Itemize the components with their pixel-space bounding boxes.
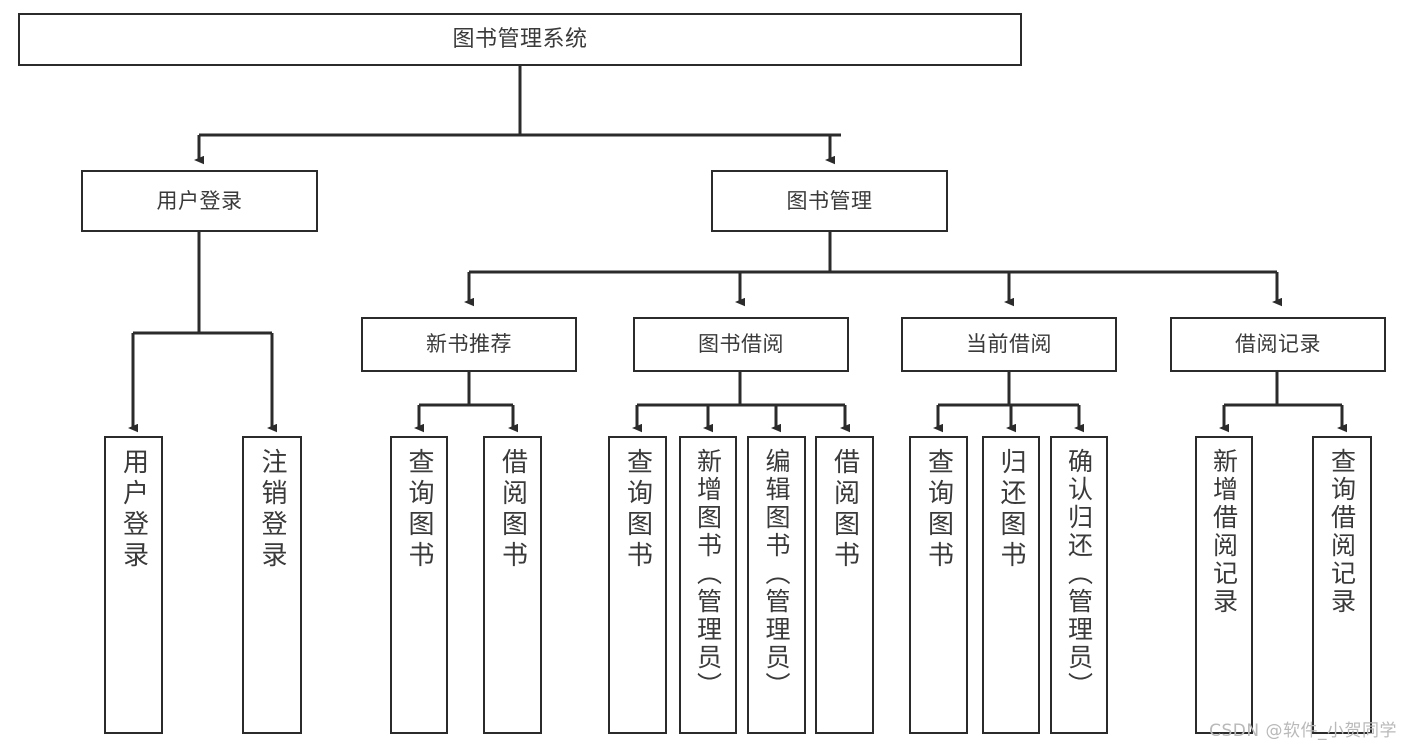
leaf-logout[interactable]: 注销登录 — [242, 436, 302, 734]
leaf-return-book[interactable]: 归还图书 — [982, 436, 1040, 734]
node-label: 查询图书 — [404, 448, 434, 572]
node-root-book-management-system[interactable]: 图书管理系统 — [18, 13, 1022, 66]
node-label: 用户登录 — [156, 188, 243, 213]
leaf-confirm-return-admin[interactable]: 确认归还（管理员） — [1050, 436, 1108, 734]
node-user-login[interactable]: 用户登录 — [81, 170, 318, 232]
node-label: 归还图书 — [996, 448, 1026, 572]
leaf-add-book-admin[interactable]: 新增图书（管理员） — [679, 436, 737, 734]
leaf-borrow-book-new-recommendation[interactable]: 借阅图书 — [483, 436, 542, 734]
leaf-query-borrow-record[interactable]: 查询借阅记录 — [1312, 436, 1372, 734]
node-label: 借阅图书 — [497, 448, 528, 572]
node-label: 编辑图书（管理员） — [762, 448, 791, 700]
leaf-borrow-book[interactable]: 借阅图书 — [815, 436, 874, 734]
node-current-borrow[interactable]: 当前借阅 — [901, 317, 1117, 372]
node-label: 确认归还（管理员） — [1064, 448, 1094, 700]
node-label: 图书管理 — [786, 188, 873, 213]
leaf-user-login[interactable]: 用户登录 — [104, 436, 163, 734]
node-label: 用户登录 — [118, 448, 149, 572]
node-label: 图书借阅 — [698, 332, 784, 357]
leaf-add-borrow-record[interactable]: 新增借阅记录 — [1195, 436, 1253, 734]
node-book-borrow[interactable]: 图书借阅 — [633, 317, 849, 372]
node-label: 新书推荐 — [426, 332, 512, 357]
node-label: 图书管理系统 — [452, 26, 588, 52]
node-borrow-record[interactable]: 借阅记录 — [1170, 317, 1386, 372]
node-label: 借阅记录 — [1235, 332, 1321, 357]
node-label: 当前借阅 — [966, 332, 1052, 357]
leaf-query-book-current[interactable]: 查询图书 — [909, 436, 968, 734]
node-label: 新增借阅记录 — [1209, 448, 1239, 616]
leaf-edit-book-admin[interactable]: 编辑图书（管理员） — [747, 436, 806, 734]
node-book-management[interactable]: 图书管理 — [711, 170, 948, 232]
node-label: 查询图书 — [622, 448, 653, 572]
node-new-book-recommendation[interactable]: 新书推荐 — [361, 317, 577, 372]
node-label: 注销登录 — [257, 448, 287, 572]
node-label: 借阅图书 — [829, 448, 860, 572]
node-label: 新增图书（管理员） — [693, 448, 723, 700]
csdn-watermark: CSDN @软件_小贺同学 — [1209, 721, 1397, 741]
node-label: 查询借阅记录 — [1327, 448, 1357, 616]
leaf-query-book-borrow[interactable]: 查询图书 — [608, 436, 667, 734]
leaf-query-book-new-recommendation[interactable]: 查询图书 — [390, 436, 448, 734]
node-label: 查询图书 — [923, 448, 954, 572]
